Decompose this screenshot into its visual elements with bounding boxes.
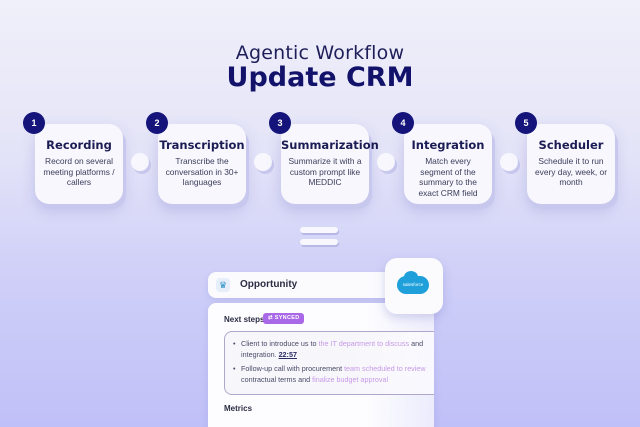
equals-bar-top (300, 227, 338, 233)
connector-icon (377, 153, 395, 171)
connector-icon (131, 153, 149, 171)
equals-bar-bottom (300, 239, 338, 245)
salesforce-icon: salesforce (397, 271, 429, 294)
step-description: Record on several meeting platforms / ca… (43, 156, 115, 187)
salesforce-logo-tile: salesforce (385, 258, 443, 314)
crm-record-card: Next steps ⇄ SYNCED Client to introduce … (208, 303, 434, 427)
workflow-subtitle: Agentic Workflow (235, 42, 405, 64)
step-title: Summarization (281, 138, 379, 152)
step-title: Transcription (159, 138, 245, 152)
synced-badge: ⇄ SYNCED (263, 313, 305, 324)
step-number-badge: 4 (392, 112, 414, 134)
connector-icon (500, 153, 518, 171)
next-steps-label: Next steps (224, 315, 265, 324)
step-transcription: 2 Transcription Transcribe the conversat… (146, 112, 246, 204)
step-number-badge: 1 (23, 112, 45, 134)
step-recording: 1 Recording Record on several meeting pl… (23, 112, 123, 204)
step-number-badge: 3 (269, 112, 291, 134)
timestamp-link[interactable]: 22:57 (278, 350, 297, 359)
step-title: Scheduler (538, 138, 604, 152)
step-scheduler: 5 Scheduler Schedule it to run every day… (515, 112, 615, 204)
next-steps-field[interactable]: Client to introduce us to the IT departm… (224, 331, 434, 395)
next-step-item: Follow-up call with procurement team sch… (233, 363, 426, 385)
step-description: Summarize it with a custom prompt like M… (288, 156, 362, 187)
step-number-badge: 2 (146, 112, 168, 134)
step-summarization: 3 Summarization Summarize it with a cust… (269, 112, 379, 204)
step-integration: 4 Integration Match every segment of the… (392, 112, 492, 204)
crown-icon: ♛ (216, 278, 230, 292)
step-description: Schedule it to run every day, week, or m… (535, 156, 607, 187)
workflow-title: Update CRM (226, 62, 414, 93)
step-description: Transcribe the conversation in 30+ langu… (165, 156, 239, 187)
step-description: Match every segment of the summary to th… (418, 156, 478, 198)
connector-icon (254, 153, 272, 171)
opportunity-label: Opportunity (240, 279, 298, 290)
step-title: Recording (46, 138, 112, 152)
next-step-item: Client to introduce us to the IT departm… (233, 338, 426, 360)
step-title: Integration (411, 138, 485, 152)
metrics-label: Metrics (224, 404, 253, 413)
step-number-badge: 5 (515, 112, 537, 134)
